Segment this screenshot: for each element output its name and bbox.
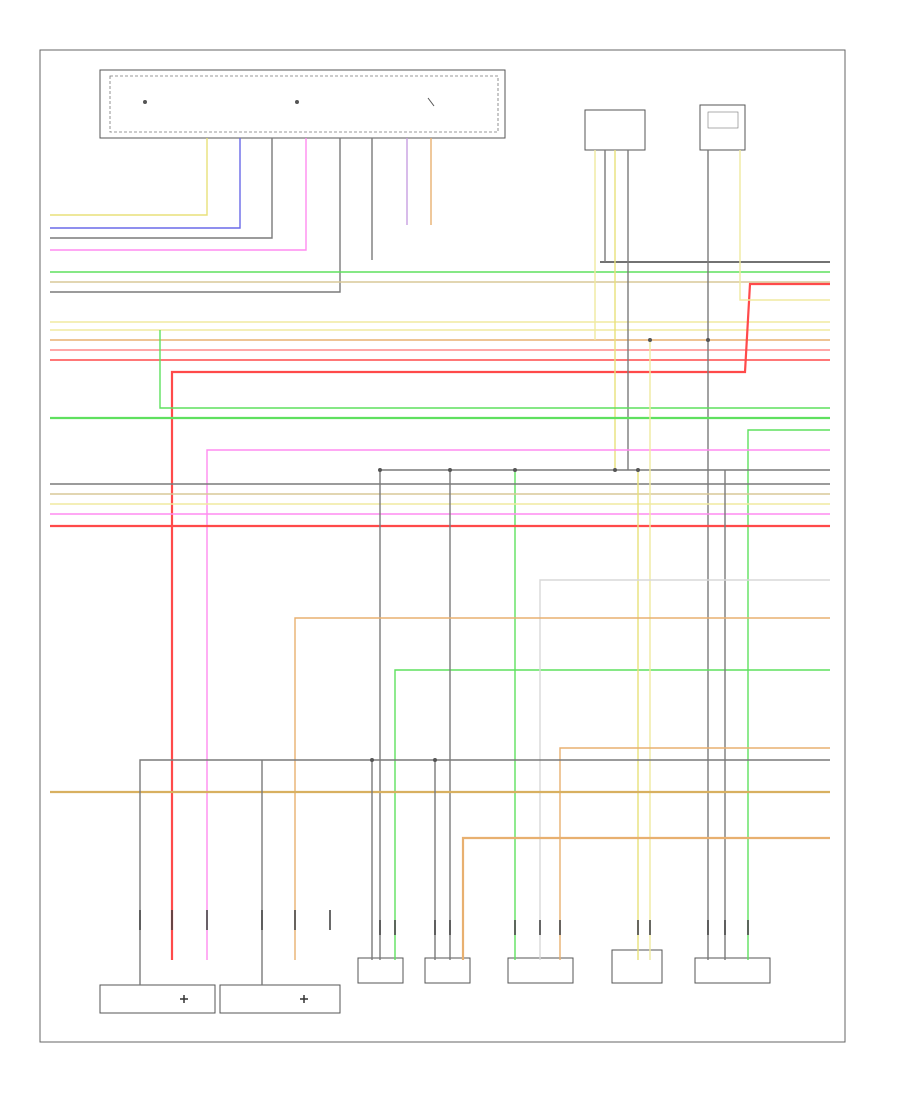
- green-wires: [50, 330, 830, 960]
- bottom-component-6: [611, 949, 663, 984]
- upper-bus: [50, 261, 830, 960]
- bottom-component-4: [424, 957, 471, 984]
- tan-wire: [559, 747, 830, 960]
- connector-stubs: [139, 910, 749, 935]
- orange-wire-2: [461, 836, 830, 960]
- splice-dots: [370, 338, 710, 762]
- bottom-component-1: [99, 984, 216, 1014]
- bottom-component-3: [357, 957, 404, 984]
- right-module-1: [584, 109, 646, 151]
- top-control-module: [99, 69, 506, 139]
- pink-wire: [206, 449, 830, 960]
- bottom-component-5: [507, 957, 574, 984]
- top-module-wires: [50, 138, 432, 293]
- right-module-2: [699, 104, 746, 151]
- bottom-component-7: [694, 957, 771, 984]
- ground-rails: [139, 759, 830, 985]
- component-drops: [379, 340, 830, 960]
- diagram-frame: [39, 49, 846, 1043]
- bottom-component-2: [219, 984, 341, 1014]
- lower-bus: [50, 469, 830, 528]
- right-module-1-wires: [594, 150, 830, 960]
- orange-wire: [294, 617, 830, 960]
